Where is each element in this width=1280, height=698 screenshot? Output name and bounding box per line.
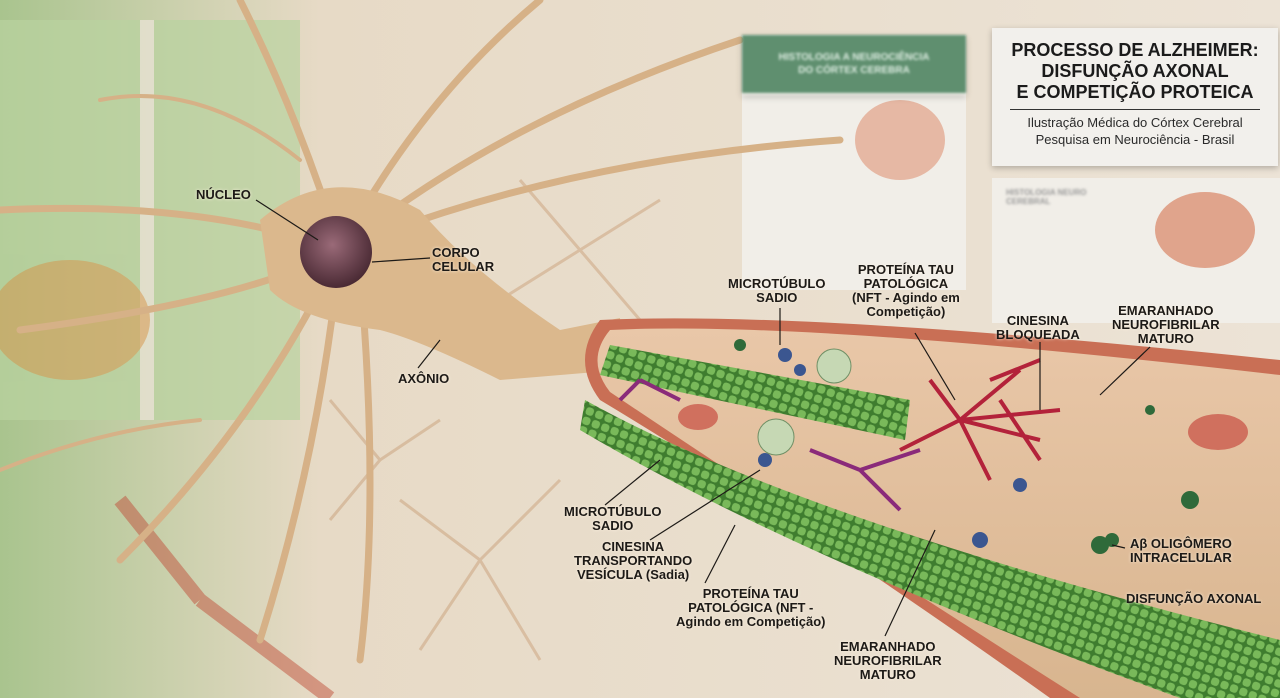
label-line: Agindo em Competição)	[676, 614, 826, 629]
kinesin	[758, 348, 1027, 548]
title-line: E COMPETIÇÃO PROTEICA	[1016, 82, 1254, 102]
label-line: CINESINA	[1006, 313, 1069, 328]
background-neurons	[114, 179, 661, 698]
page-title: PROCESSO DE ALZHEIMER: DISFUNÇÃO AXONAL …	[992, 40, 1278, 103]
label-line: PATOLÓGICA (NFT -	[688, 600, 814, 615]
vesicle	[757, 418, 795, 456]
label-line: PATOLÓGICA	[863, 276, 949, 291]
microtubule-bottom	[580, 400, 1280, 698]
label-line: (NFT - Agindo em	[852, 290, 960, 305]
label-line: EMARANHADO	[840, 639, 936, 654]
label-line: Competição)	[866, 304, 946, 319]
microtubule-top	[600, 345, 910, 440]
label-line: NEUROFIBRILAR	[1112, 317, 1220, 332]
title-card: PROCESSO DE ALZHEIMER: DISFUNÇÃO AXONAL …	[992, 28, 1278, 166]
label-line: CELULAR	[432, 259, 495, 274]
divider	[1010, 109, 1260, 110]
label-line: SADIO	[756, 290, 798, 305]
brain-drawing	[855, 100, 945, 180]
title-line: PROCESSO DE ALZHEIMER:	[1011, 40, 1259, 60]
label-line: PROTEÍNA TAU	[702, 586, 799, 601]
poster-header-line: HISTOLOGIA A NEUROCIÊNCIA	[778, 52, 930, 63]
nucleus	[300, 216, 372, 288]
poster-header-line: DO CÓRTEX CEREBRA	[798, 65, 910, 76]
leader-lines	[255, 199, 1151, 637]
label-nucleo: NÚCLEO	[196, 187, 251, 202]
label-line: BLOQUEADA	[996, 327, 1080, 342]
label-line: Aβ OLIGÔMERO	[1130, 536, 1232, 551]
label-line: SADIO	[592, 518, 634, 533]
mitochondrion	[1188, 414, 1248, 450]
label-line: CORPO	[432, 245, 480, 260]
label-line: VESÍCULA (Sadia)	[577, 567, 690, 582]
label-line: EMARANHADO	[1118, 303, 1214, 318]
label-line: CINESINA	[602, 539, 665, 554]
subtitle-line: Ilustração Médica do Córtex Cerebral	[1027, 115, 1243, 130]
label-line: NEUROFIBRILAR	[834, 653, 942, 668]
poster-header: HISTOLOGIA NEURO CEREBRAL	[1006, 188, 1087, 206]
label-line: MATURO	[859, 667, 916, 682]
title-line: DISFUNÇÃO AXONAL	[1041, 61, 1229, 81]
label-line: MICROTÚBULO	[728, 276, 826, 291]
label-axonio: AXÔNIO	[398, 371, 450, 386]
abeta-oligomers	[734, 339, 1199, 554]
label-line: MATURO	[1137, 331, 1194, 346]
background-poster-left-header: HISTOLOGIA A NEUROCIÊNCIA DO CÓRTEX CEREB…	[742, 35, 966, 95]
window	[0, 20, 300, 420]
label-line: PROTEÍNA TAU	[857, 262, 954, 277]
tau-tangle	[618, 358, 1061, 512]
label-line: MICROTÚBULO	[564, 504, 662, 519]
vesicle	[816, 348, 852, 384]
mitochondrion	[678, 404, 718, 430]
label-line: INTRACELULAR	[1130, 550, 1232, 565]
background-poster-right-header: HISTOLOGIA NEURO CEREBRAL	[992, 178, 1132, 206]
label-line: TRANSPORTANDO	[574, 553, 693, 568]
subtitle-line: Pesquisa em Neurociência - Brasil	[1035, 132, 1235, 147]
brain-drawing	[1155, 192, 1255, 268]
label-disfuncao-axonal: DISFUNÇÃO AXONAL	[1126, 591, 1262, 606]
